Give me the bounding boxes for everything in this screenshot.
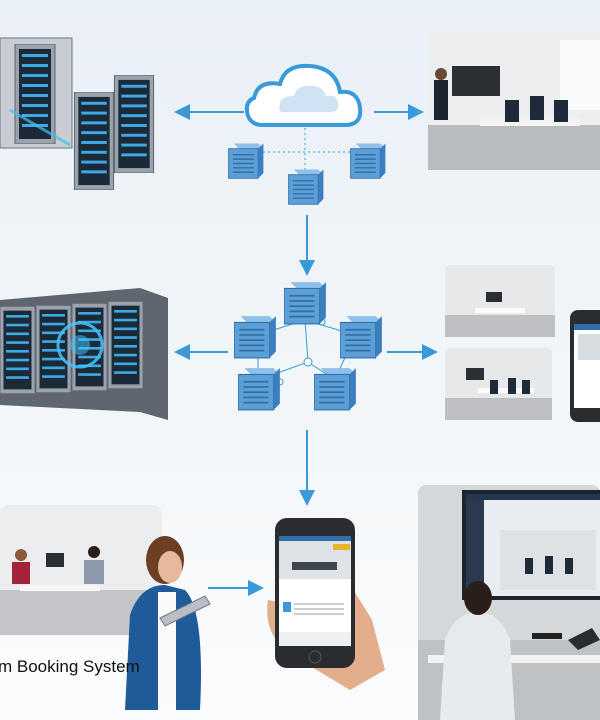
flow-arrows — [174, 104, 438, 596]
woman-with-tablet — [125, 536, 211, 710]
meeting-room-photo-top — [428, 30, 600, 170]
server-icon — [350, 142, 386, 179]
server-icon — [228, 142, 264, 179]
office-display-scene — [418, 485, 600, 720]
server-icon — [314, 367, 356, 411]
booking-system-caption: m Booking System — [0, 657, 140, 676]
cloud-links — [249, 128, 361, 170]
hand-holding-phone — [267, 518, 385, 690]
server-icon — [340, 315, 382, 359]
server-icon — [234, 315, 276, 359]
server-icon — [284, 281, 326, 325]
smartphone — [570, 310, 600, 422]
cloud-icon — [244, 63, 363, 127]
server-icon — [238, 367, 280, 411]
meeting-room-photo-bottom — [0, 505, 162, 635]
meeting-room-photo-small — [445, 348, 552, 420]
server-racks-top-left — [0, 37, 155, 190]
datacenter-racks — [0, 288, 168, 420]
meeting-room-photo-small — [445, 265, 555, 337]
tablet — [159, 595, 211, 627]
server-icon — [288, 168, 324, 205]
